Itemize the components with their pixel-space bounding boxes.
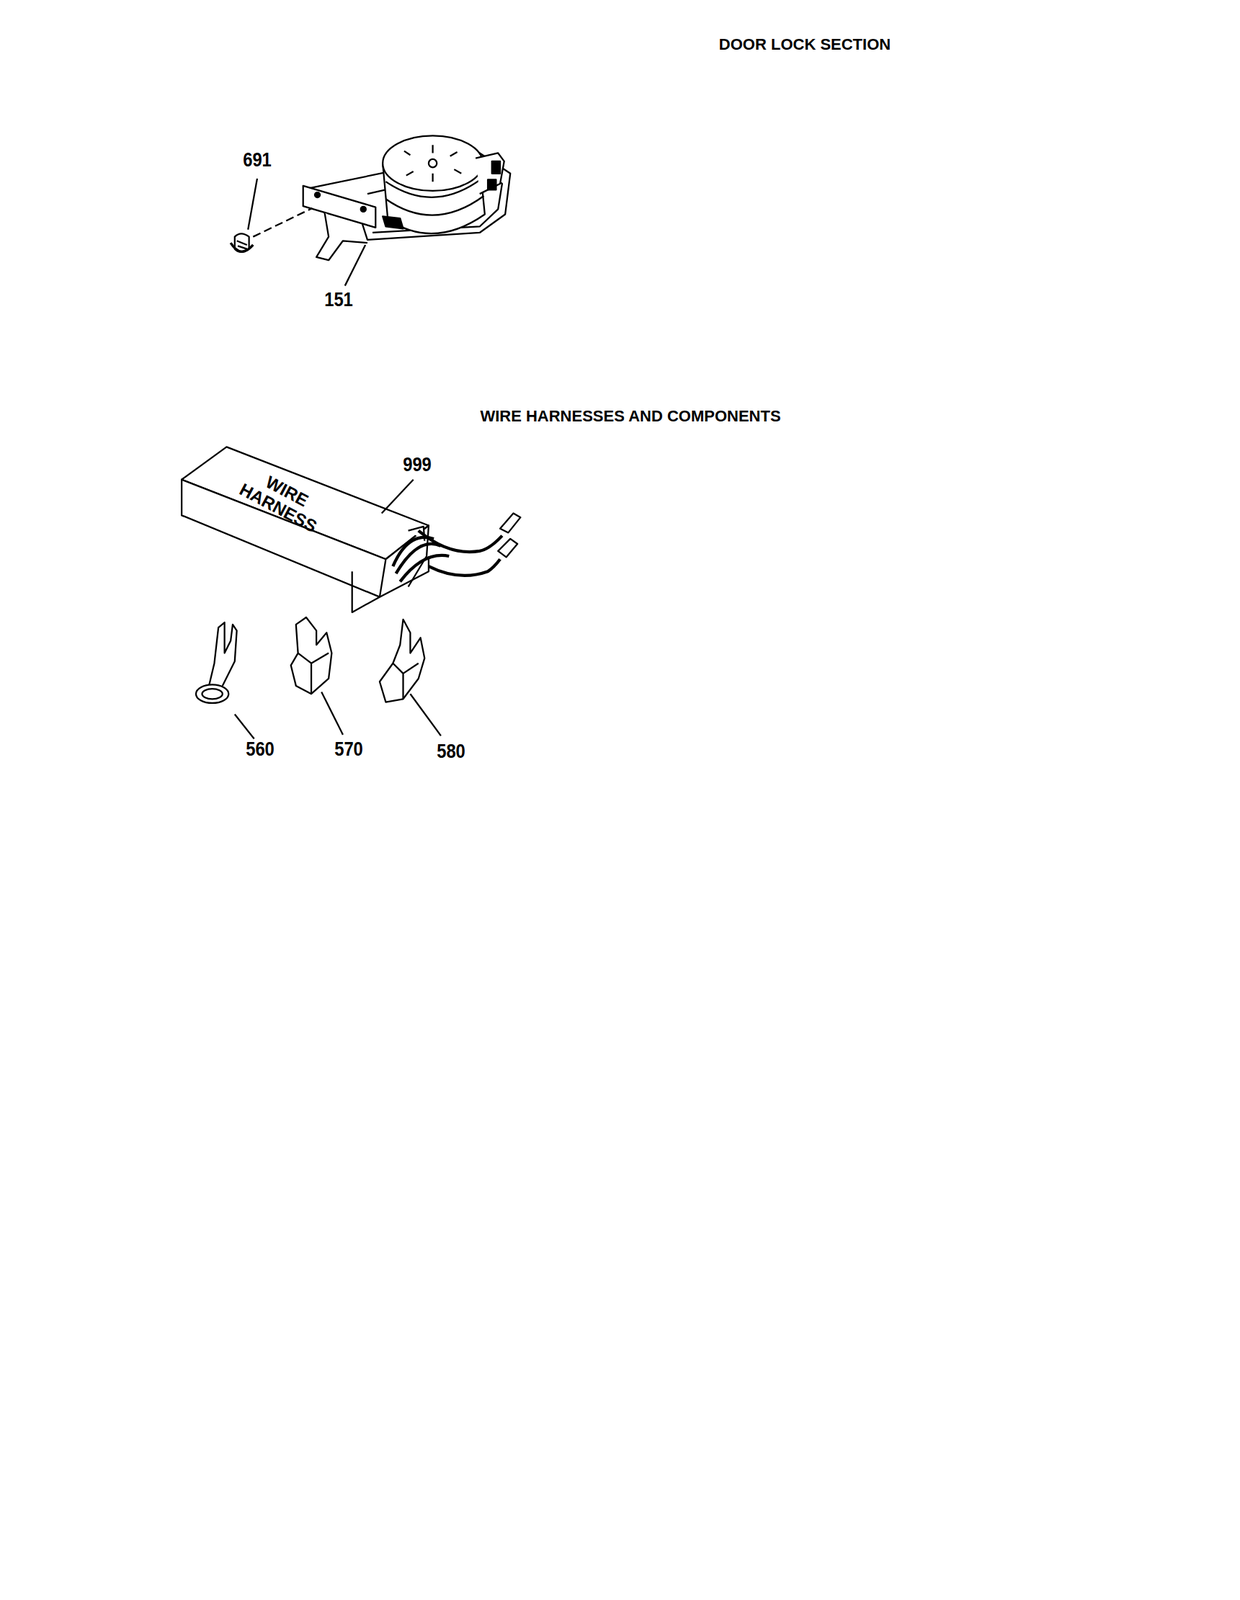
callout-number: 151: [324, 288, 354, 312]
callout-number: 691: [242, 149, 272, 172]
wire-harness-box: [181, 446, 521, 612]
leader-line: [345, 244, 366, 287]
section-heading: DOOR LOCK SECTION: [719, 36, 891, 54]
leader-line: [409, 693, 441, 736]
leader-line: [321, 691, 343, 735]
door-lock-motor: [230, 135, 511, 261]
callout-number: 570: [334, 738, 364, 761]
callout-number: 580: [436, 740, 466, 764]
ring-terminal: [195, 622, 238, 704]
assembly-line: [252, 208, 312, 238]
section-heading: WIRE HARNESSES AND COMPONENTS: [479, 407, 781, 426]
callout-number: 560: [245, 738, 275, 761]
leader-line: [381, 479, 414, 514]
callout-number: 999: [402, 453, 432, 477]
quick-connect-terminal: [379, 619, 425, 703]
leader-line: [247, 178, 258, 230]
flag-terminal: [291, 617, 333, 694]
leader-line: [234, 714, 255, 740]
